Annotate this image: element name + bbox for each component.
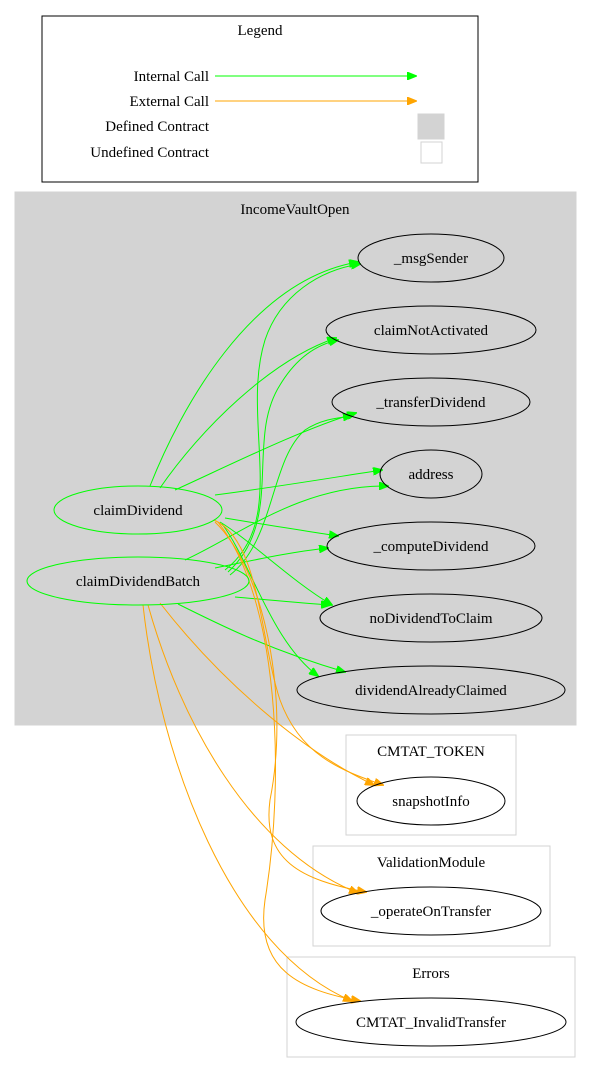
legend-undefined-contract-label: Undefined Contract [90, 145, 210, 161]
node-compute-dividend-label: _computeDividend [373, 539, 489, 555]
node-compute-dividend[interactable] [326, 521, 536, 571]
edge-claimdividendbatch-snapshotinfo [159, 602, 374, 785]
legend-internal-call-label: Internal Call [134, 69, 209, 85]
legend-box [41, 15, 479, 183]
edge-claimdividend-claimnotactivated [159, 338, 336, 489]
edge-claimdividendbatch-address [184, 486, 388, 561]
edge-claimdividendbatch-msgsender [224, 264, 360, 571]
node-msg-sender[interactable] [357, 233, 505, 283]
edge-claimdividend-msgsender [149, 262, 358, 487]
edge-claimdividend-transferdividend [174, 413, 356, 491]
edge-claimdividendbatch-nodividendtoclaim [234, 596, 330, 605]
cluster-income-vault-open-title: IncomeVaultOpen [240, 202, 350, 218]
edge-claimdividendbatch-claimnotactivated [227, 340, 338, 573]
cluster-validation-module-title: ValidationModule [377, 855, 486, 871]
edge-claimdividend-snapshotinfo [213, 519, 383, 785]
node-transfer-dividend-label: _transferDividend [375, 395, 486, 411]
legend-undefined-contract-swatch [420, 141, 443, 164]
node-claim-not-activated[interactable] [325, 305, 537, 355]
cluster-errors-title: Errors [412, 966, 450, 982]
cluster-errors: Errors [286, 956, 576, 1058]
node-address[interactable] [379, 449, 483, 499]
cluster-errors-box [286, 956, 576, 1058]
edge-claimdividendbatch-dividendalreadyclaimed [177, 603, 345, 672]
legend-title: Legend [238, 23, 283, 39]
node-snapshot-info-label: snapshotInfo [392, 794, 470, 810]
node-claim-dividend-batch[interactable] [26, 556, 250, 606]
legend-defined-contract-swatch [417, 113, 445, 140]
node-claim-dividend-batch-label: claimDividendBatch [76, 574, 201, 590]
edge-claimdividendbatch-computedividend [214, 548, 328, 569]
legend-defined-contract-label: Defined Contract [105, 119, 210, 135]
node-no-dividend-to-claim-label: noDividendToClaim [369, 611, 492, 627]
edge-claimdividend-cmtatinvalidtransfer [217, 521, 360, 1001]
legend-external-call-label: External Call [129, 94, 209, 110]
edge-claimdividendbatch-operateontransfer [147, 604, 358, 893]
node-transfer-dividend[interactable] [331, 377, 531, 427]
node-address-label: address [409, 467, 454, 483]
cluster-cmtat-token: CMTAT_TOKEN [345, 734, 517, 836]
node-cmtat-invalid-transfer[interactable] [295, 997, 567, 1047]
node-msg-sender-label: _msgSender [393, 251, 468, 267]
node-snapshot-info[interactable] [356, 776, 506, 826]
nodes: _msgSender claimNotActivated _transferDi… [26, 233, 567, 1047]
edge-claimdividendbatch-transferdividend [229, 416, 352, 576]
cluster-validation-module: ValidationModule [312, 845, 551, 947]
edge-claimdividend-nodividendtoclaim [219, 521, 332, 605]
external-edges [142, 519, 383, 1001]
legend: Legend Internal Call External Call Defin… [41, 15, 479, 183]
edge-claimdividend-address [214, 470, 382, 496]
edge-claimdividendbatch-cmtatinvalidtransfer [142, 604, 352, 1001]
node-claim-dividend-label: claimDividend [93, 503, 183, 519]
node-operate-on-transfer[interactable] [320, 886, 542, 936]
node-claim-not-activated-label: claimNotActivated [374, 323, 489, 339]
edge-claimdividend-dividendalreadyclaimed [221, 523, 318, 676]
edge-claimdividend-operateontransfer [214, 521, 366, 892]
node-no-dividend-to-claim[interactable] [319, 593, 543, 643]
internal-edges [149, 262, 388, 676]
cluster-income-vault-open: IncomeVaultOpen [14, 191, 577, 726]
node-dividend-already-claimed-label: dividendAlreadyClaimed [355, 683, 507, 699]
cluster-cmtat-token-title: CMTAT_TOKEN [377, 744, 485, 760]
cluster-income-vault-open-box [14, 191, 577, 726]
edge-claimdividend-computedividend [224, 517, 338, 536]
node-dividend-already-claimed[interactable] [296, 665, 566, 715]
cluster-validation-module-box [312, 845, 551, 947]
node-cmtat-invalid-transfer-label: CMTAT_InvalidTransfer [356, 1015, 506, 1031]
node-operate-on-transfer-label: _operateOnTransfer [370, 904, 491, 920]
node-claim-dividend[interactable] [53, 485, 223, 535]
